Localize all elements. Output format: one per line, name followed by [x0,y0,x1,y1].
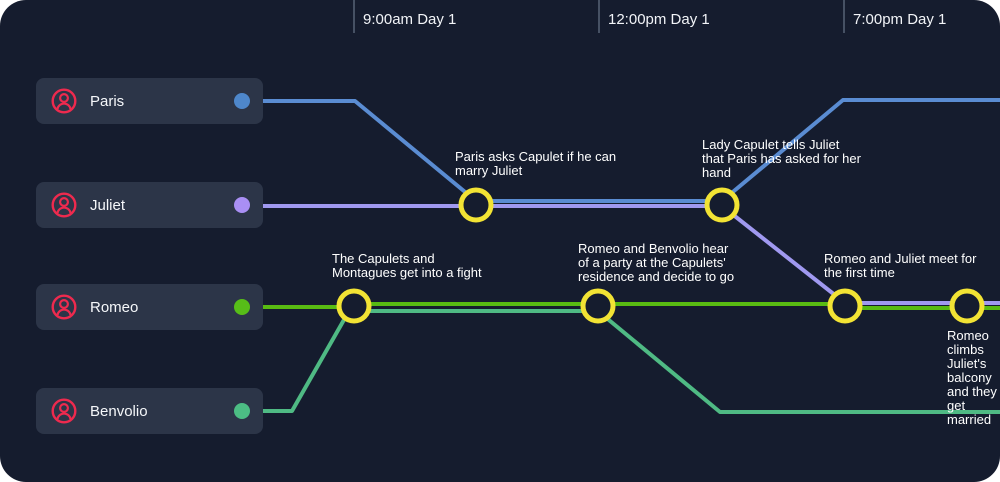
time-gridline [843,0,845,33]
character-card-romeo[interactable]: Romeo [36,284,263,330]
event-node[interactable] [827,288,863,324]
character-line-benvolio [263,309,1000,414]
character-color-dot [234,403,250,419]
character-card-paris[interactable]: Paris [36,78,263,124]
time-gridline [353,0,355,33]
event-node[interactable] [336,288,372,324]
event-node[interactable] [949,288,985,324]
character-card-juliet[interactable]: Juliet [36,182,263,228]
time-label: 12:00pm Day 1 [608,11,710,28]
character-name: Juliet [90,196,126,214]
event-label: Romeo and Juliet meet for the first time [824,251,977,280]
user-avatar-icon [51,398,77,424]
event-label: Romeo and Benvolio hear of a party at th… [578,241,735,284]
event-node[interactable] [704,187,740,223]
event-label: The Capulets and Montagues get into a fi… [332,251,482,280]
character-name: Benvolio [90,402,148,420]
character-card-benvolio[interactable]: Benvolio [36,388,263,434]
time-gridline [598,0,600,33]
character-name: Romeo [90,298,139,316]
user-avatar-icon [51,88,77,114]
event-label: Lady Capulet tells Juliet that Paris has… [702,137,861,180]
user-avatar-icon [51,294,77,320]
character-color-dot [234,197,250,213]
character-color-dot [234,93,250,109]
event-label: Romeo climbs Juliet's balcony and they g… [947,328,997,427]
time-label: 7:00pm Day 1 [853,11,947,28]
event-node[interactable] [458,187,494,223]
event-node[interactable] [580,288,616,324]
user-avatar-icon [51,192,77,218]
event-label: Paris asks Capulet if he can marry Julie… [455,149,617,178]
character-color-dot [234,299,250,315]
character-line-paris [263,98,1000,203]
time-label: 9:00am Day 1 [363,11,457,28]
character-name: Paris [90,92,125,110]
